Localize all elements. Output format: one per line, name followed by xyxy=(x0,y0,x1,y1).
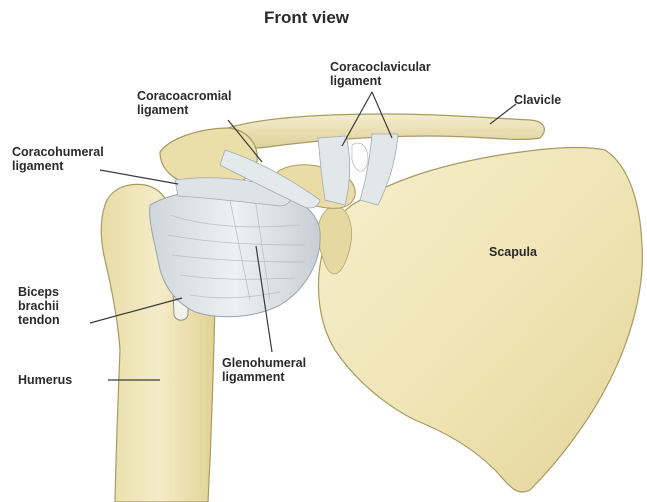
label-clavicle: Clavicle xyxy=(514,93,561,107)
label-coracohumeral-ligament: Coracohumeral ligament xyxy=(12,145,104,173)
label-glenohumeral-ligament: Glenohumeral ligamment xyxy=(222,356,306,384)
label-coracoacromial-ligament: Coracoacromial ligament xyxy=(137,89,231,117)
label-scapula: Scapula xyxy=(489,245,537,259)
label-humerus: Humerus xyxy=(18,373,72,387)
coracoclavicular-gap xyxy=(352,143,368,171)
diagram-title: Front view xyxy=(264,8,349,28)
label-biceps-brachii-tendon: Biceps brachii tendon xyxy=(18,285,60,327)
label-coracoclavicular-ligament: Coracoclavicular ligament xyxy=(330,60,431,88)
